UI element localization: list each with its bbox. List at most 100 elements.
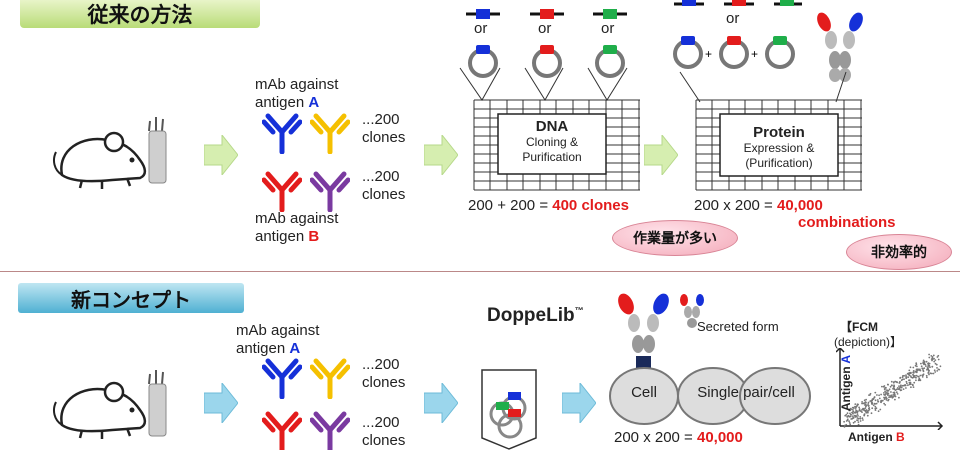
antibody-icon-red <box>262 171 302 212</box>
fcm-dot <box>883 402 885 405</box>
fcm-dot <box>852 421 855 424</box>
fcm-dot <box>926 368 928 371</box>
fcm-dot <box>869 400 872 402</box>
fcm-dot <box>845 423 848 426</box>
fcm-dot <box>846 412 849 415</box>
or-label: or <box>538 20 552 37</box>
antibody-icon-blue <box>262 113 302 154</box>
fcm-dot <box>930 372 933 375</box>
fcm-dot <box>863 414 866 416</box>
fcm-dot <box>871 398 874 400</box>
process-arrow <box>204 135 238 175</box>
fcm-dot <box>929 366 931 369</box>
fcm-dot <box>876 399 879 401</box>
fcm-dot <box>859 409 861 412</box>
fcm-dot <box>908 369 911 372</box>
fcm-dot <box>907 384 909 387</box>
fcm-dot <box>885 392 887 394</box>
plasmid-blue-icon <box>468 45 498 78</box>
fcm-dot <box>895 381 898 383</box>
fcm-dot <box>880 393 882 396</box>
fcm-dot <box>898 381 901 384</box>
mab-label-b: mAb against antigen B <box>255 210 339 245</box>
fcm-dot <box>867 409 870 412</box>
fcm-dot <box>862 407 865 410</box>
plasmid-combo-icon <box>674 0 802 6</box>
fcm-dot <box>931 359 933 362</box>
fcm-dot <box>937 368 940 371</box>
new-concept-banner: 新コンセプト <box>18 283 244 313</box>
fcm-dot <box>863 409 866 412</box>
fcm-dot <box>892 396 895 398</box>
fcm-xlabel: Antigen B <box>848 430 905 444</box>
fcm-dot <box>933 360 936 363</box>
fcm-dot <box>928 373 930 376</box>
fcm-dot <box>884 397 886 400</box>
fcm-dot <box>858 406 860 409</box>
fcm-dot <box>861 417 864 420</box>
fcm-dot <box>886 393 889 396</box>
fcm-dot <box>863 399 866 402</box>
cell-icon <box>739 367 811 425</box>
fcm-dot <box>883 392 885 394</box>
plasmid-green-icon <box>595 45 625 78</box>
fcm-dot <box>915 362 918 365</box>
fcm-dot <box>878 397 881 400</box>
fcm-dot <box>890 391 892 393</box>
fcm-dot <box>934 371 937 373</box>
process-arrow <box>562 383 596 423</box>
fcm-dot <box>909 366 912 369</box>
clones-count-a-new: ...200 clones <box>362 356 406 391</box>
fcm-dot <box>897 388 900 391</box>
process-arrow <box>644 135 678 175</box>
fcm-dot <box>848 409 851 412</box>
fcm-dot <box>919 368 921 371</box>
fcm-dot <box>883 388 886 390</box>
protein-formula-combinations: combinations <box>798 214 896 231</box>
cell-label: Cell <box>631 384 657 401</box>
plasmid-pair-icon: + + <box>673 36 795 69</box>
conventional-method-banner: 従来の方法 <box>20 0 260 28</box>
fcm-dot <box>912 370 915 372</box>
dna-fragment-blue-icon <box>466 9 500 19</box>
fcm-dot <box>935 363 938 366</box>
fcm-dot <box>923 367 926 370</box>
fcm-dot <box>887 383 889 386</box>
fcm-dot <box>910 386 912 389</box>
fcm-dot <box>852 412 854 415</box>
mab-label-a: mAb against antigen A <box>255 76 339 111</box>
fcm-dot <box>891 395 893 398</box>
protein-formula: 200 x 200 = 40,000 <box>694 197 823 214</box>
fcm-dot <box>917 368 919 370</box>
fcm-dot <box>887 399 889 402</box>
fcm-dot <box>915 379 917 382</box>
callout-lines <box>679 71 847 103</box>
fcm-dot <box>864 407 867 409</box>
fcm-ylabel: Antigen A <box>839 354 853 412</box>
plasmid-red-icon <box>532 45 562 78</box>
fcm-dot <box>863 402 866 404</box>
fcm-dot <box>929 372 932 375</box>
fcm-dot <box>858 408 861 410</box>
fcm-dot <box>865 398 867 401</box>
fcm-dot <box>931 365 934 368</box>
fcm-dot <box>927 372 930 374</box>
fcm-dot <box>906 382 908 385</box>
fcm-dot <box>918 378 920 381</box>
antibody-icon-blue <box>262 358 302 399</box>
fcm-dot <box>857 417 860 420</box>
fcm-dot <box>865 405 867 408</box>
fcm-dot <box>894 398 896 401</box>
fcm-dot <box>928 369 930 372</box>
fcm-dot <box>934 359 937 361</box>
fcm-dot <box>843 424 846 427</box>
fcm-dot <box>915 376 917 379</box>
fcm-dot <box>880 399 883 402</box>
fcm-dot <box>917 375 920 378</box>
fcm-dot <box>915 374 918 377</box>
fcm-dot <box>854 405 856 408</box>
fcm-dot <box>874 403 877 405</box>
fcm-dot <box>908 379 911 382</box>
fcm-dot <box>921 376 924 378</box>
fcm-dot <box>912 366 915 369</box>
